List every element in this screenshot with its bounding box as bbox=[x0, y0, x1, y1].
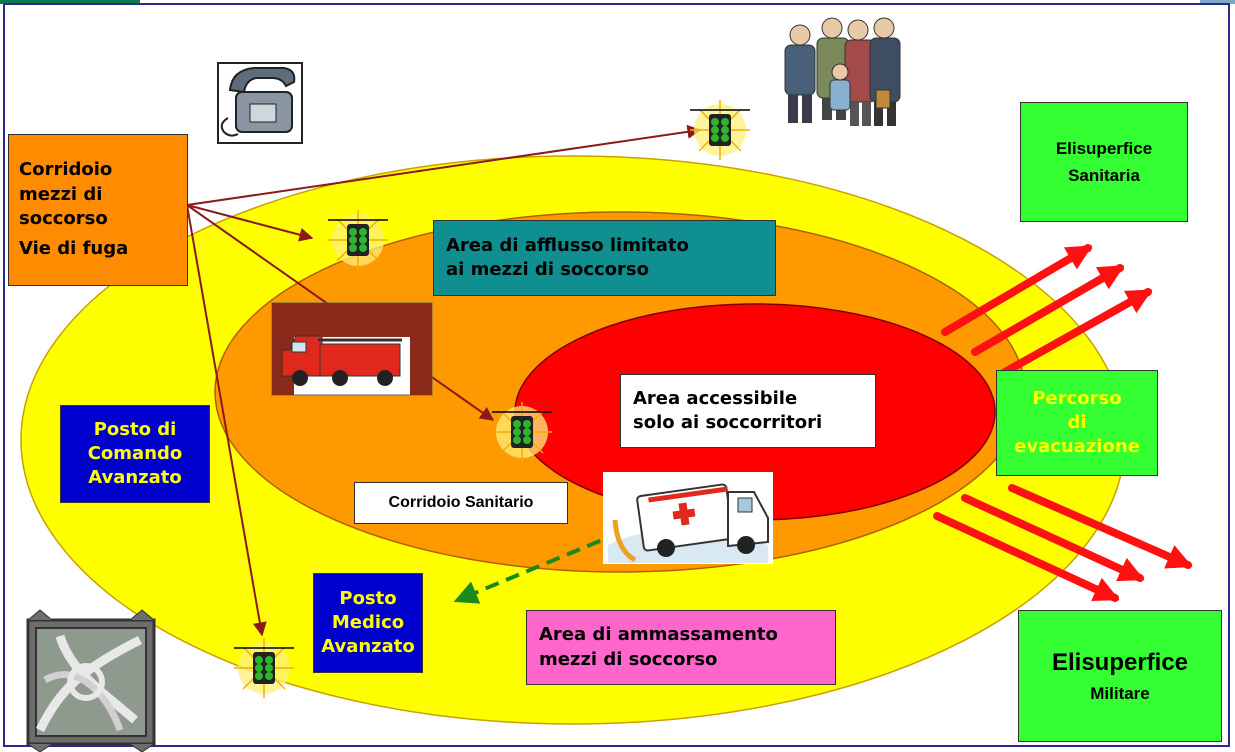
restricted-line-1: Area di afflusso limitato bbox=[446, 234, 689, 256]
command-line-2: Comando bbox=[87, 442, 183, 464]
heli-sanitary-line-2: Sanitaria bbox=[1068, 166, 1140, 185]
medical-line-1: Posto bbox=[339, 587, 397, 609]
medical-line-2: Medico bbox=[331, 611, 405, 633]
diagram-frame bbox=[3, 3, 1230, 747]
highway-map-icon bbox=[26, 609, 156, 752]
rescuers-line-1: Area accessibile bbox=[633, 387, 798, 409]
staging-area-box: Area di ammassamento mezzi di soccorso bbox=[526, 610, 836, 685]
header-accent-bar-right bbox=[1200, 0, 1235, 4]
restricted-line-2: ai mezzi di soccorso bbox=[446, 259, 650, 280]
telephone-icon bbox=[217, 62, 303, 144]
command-line-1: Posto di bbox=[93, 418, 177, 440]
heli-sanitary-line-1: Elisuperfice bbox=[1055, 138, 1153, 158]
traffic-light-icon bbox=[690, 100, 750, 160]
fire-truck-icon bbox=[271, 302, 433, 396]
corridor-line-4: Vie di fuga bbox=[19, 238, 129, 260]
staging-line-2: mezzi di soccorso bbox=[539, 648, 718, 670]
restricted-access-box: Area di afflusso limitato ai mezzi di so… bbox=[433, 220, 776, 296]
evacuation-arrows bbox=[933, 244, 1193, 602]
corridor-escape-box: Corridoio mezzi di soccorso Vie di fuga bbox=[8, 134, 188, 286]
traffic-light-icon bbox=[492, 402, 552, 462]
command-line-3: Avanzato bbox=[88, 467, 182, 489]
staging-line-1: Area di ammassamento bbox=[539, 624, 778, 646]
evacuation-route-box: Percorso di evacuazione bbox=[996, 370, 1158, 476]
sanitary-corridor-label: Corridoio Sanitario bbox=[354, 482, 568, 524]
rescuers-line-2: solo ai soccorritori bbox=[633, 412, 823, 433]
heli-military-line-2: Militare bbox=[1090, 684, 1150, 704]
helipad-military-box: Elisuperfice Militare bbox=[1018, 610, 1222, 742]
corridor-line-1: Corridoio bbox=[19, 159, 113, 181]
corridor-line-2: mezzi di bbox=[19, 183, 103, 205]
medical-post-box: Posto Medico Avanzato bbox=[313, 573, 423, 673]
sanitary-corridor-text: Corridoio Sanitario bbox=[388, 494, 534, 512]
medical-line-3: Avanzato bbox=[321, 636, 415, 658]
header-accent-bar bbox=[0, 0, 140, 4]
evacuation-line-2: di bbox=[1067, 411, 1087, 433]
crowd-icon bbox=[784, 17, 901, 126]
heli-military-line-1: Elisuperfice bbox=[1051, 649, 1189, 677]
traffic-light-icon bbox=[328, 210, 388, 270]
traffic-light-icon bbox=[234, 638, 294, 698]
evacuation-line-1: Percorso bbox=[1032, 387, 1122, 409]
helipad-sanitary-box: Elisuperfice Sanitaria bbox=[1020, 102, 1188, 222]
ambulance-icon bbox=[603, 472, 773, 564]
evacuation-line-3: evacuazione bbox=[1014, 436, 1140, 458]
rescuers-only-box: Area accessibile solo ai soccorritori bbox=[620, 374, 876, 448]
command-post-box: Posto di Comando Avanzato bbox=[60, 405, 210, 503]
corridor-line-3: soccorso bbox=[19, 208, 108, 229]
